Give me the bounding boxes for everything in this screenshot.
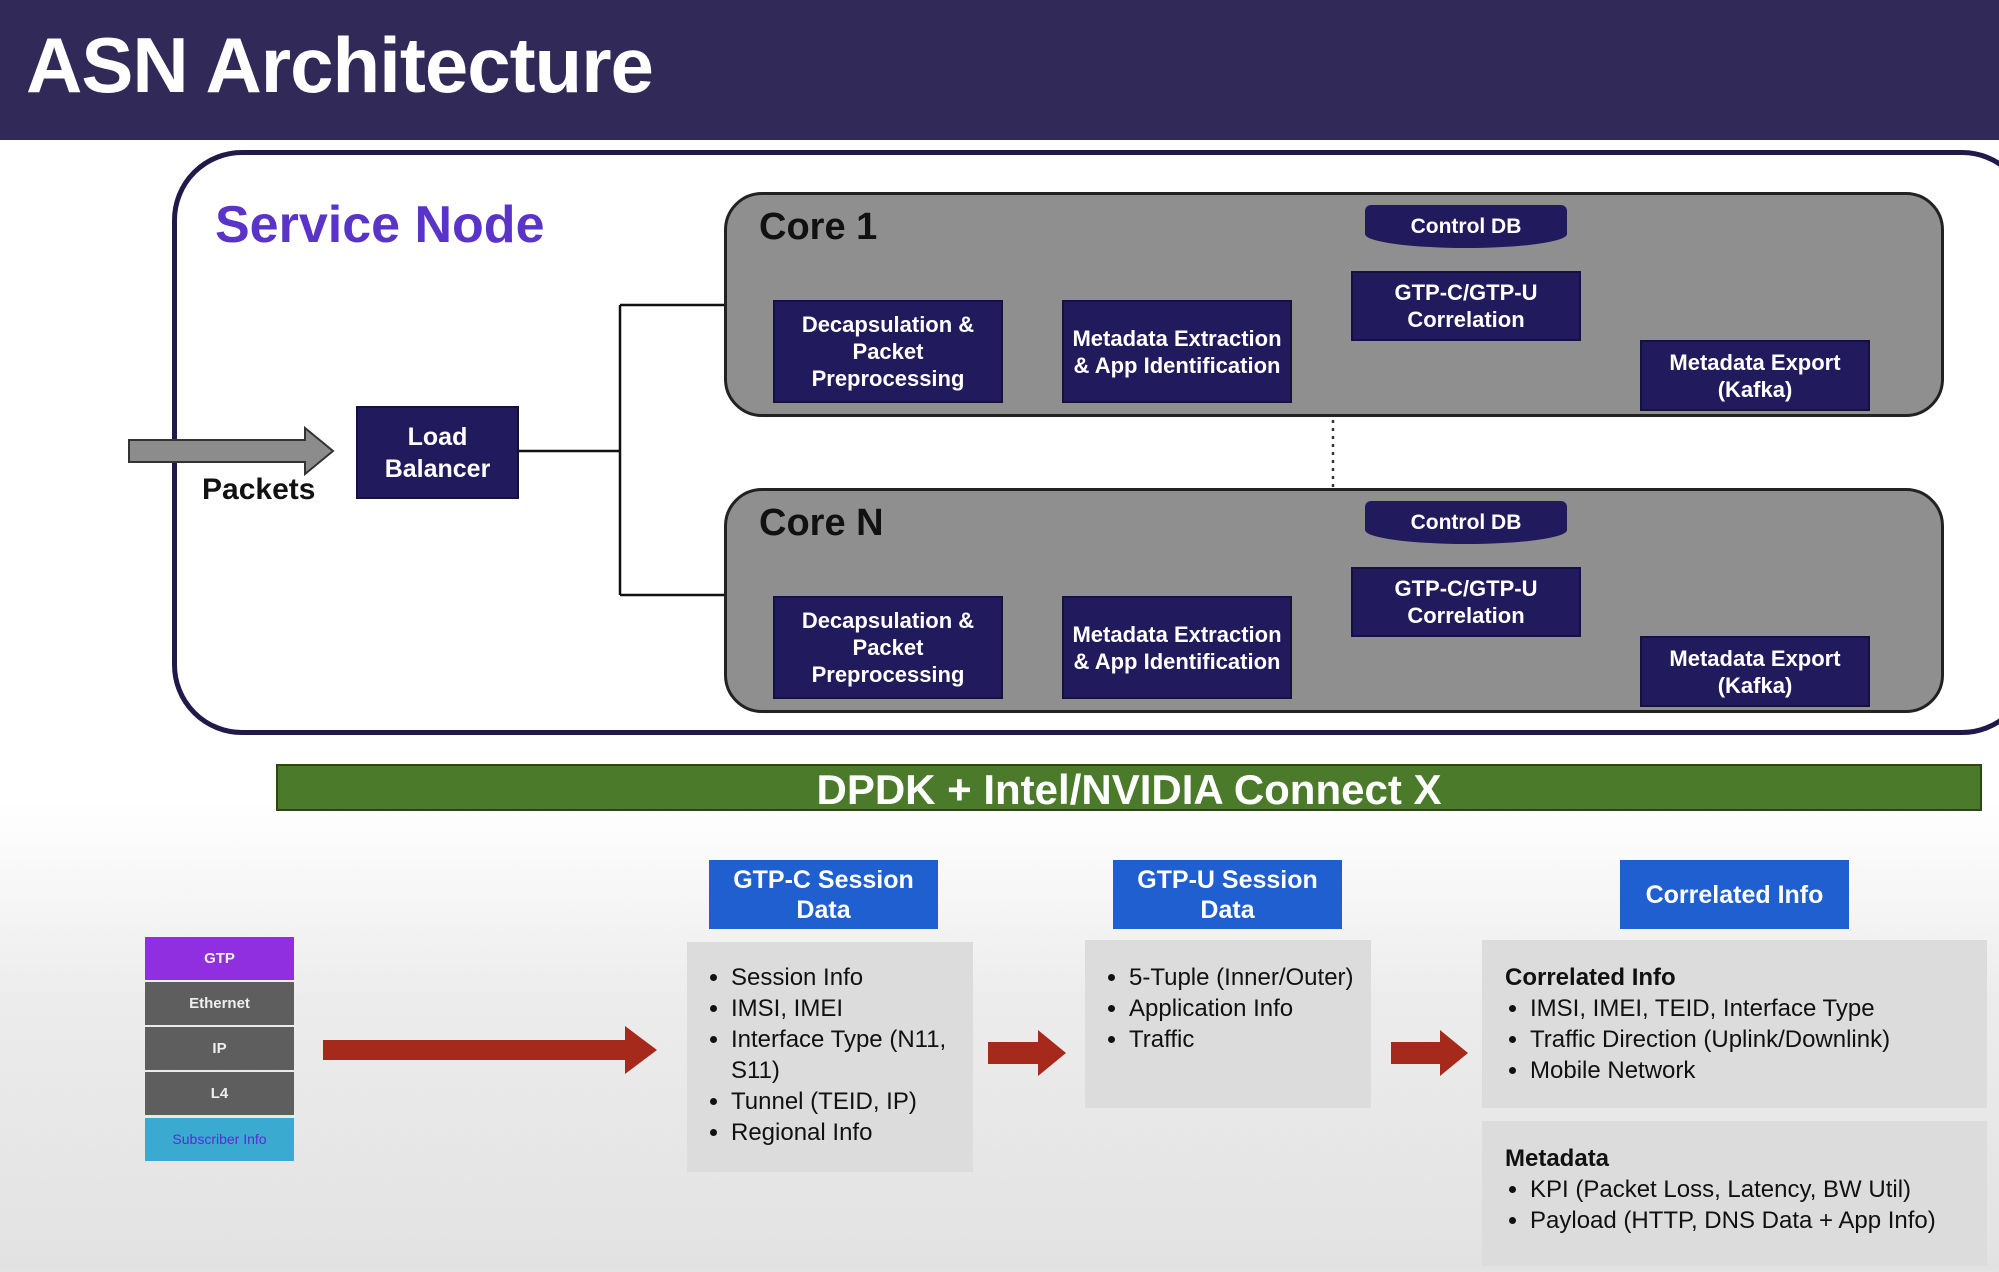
gtpc-item: Regional Info [731,1117,973,1148]
metadata-item: Payload (HTTP, DNS Data + App Info) [1530,1205,1987,1236]
gtpu-header: GTP-U Session Data [1113,860,1342,929]
stack-layer-l4: L4 [145,1072,294,1115]
gtpc-panel: Session Info IMSI, IMEI Interface Type (… [687,942,973,1172]
load-balancer-box: Load Balancer [356,406,519,499]
gtpu-item: 5-Tuple (Inner/Outer) [1129,962,1361,993]
core-1-label: Core 1 [759,206,878,248]
gtpu-item: Application Info [1129,993,1361,1024]
gtpu-item: Traffic [1129,1024,1361,1055]
stack-layer-ethernet: Ethernet [145,982,294,1025]
gtpc-item: Interface Type (N11, S11) [731,1024,973,1086]
gtpc-item: IMSI, IMEI [731,993,973,1024]
load-balancer-connectors [518,303,724,597]
correlated-item: IMSI, IMEI, TEID, Interface Type [1530,993,1987,1024]
core-n-export-box: Metadata Export (Kafka) [1640,636,1870,707]
core-1-metadata-box: Metadata Extraction & App Identification [1062,300,1292,403]
core-1-correlation-box: GTP-C/GTP-U Correlation [1351,271,1581,341]
title-bar [0,0,1999,140]
correlated-item: Traffic Direction (Uplink/Downlink) [1530,1024,1987,1055]
flow-arrow-1 [323,1026,657,1074]
stack-layer-subscriber-info: Subscriber Info [145,1118,294,1161]
correlated-section-title: Correlated Info [1505,964,1676,991]
correlated-item: Mobile Network [1530,1055,1987,1086]
dpdk-bar: DPDK + Intel/NVIDIA Connect X [276,764,1982,813]
core-1-control-db: Control DB [1365,205,1567,248]
correlated-header: Correlated Info [1620,860,1849,929]
core-n-correlation-box: GTP-C/GTP-U Correlation [1351,567,1581,637]
correlated-info-panel: Correlated Info IMSI, IMEI, TEID, Interf… [1482,940,1987,1108]
stack-layer-ip: IP [145,1027,294,1070]
service-node-title: Service Node [215,196,545,254]
gtpc-item: Session Info [731,962,973,993]
packets-label: Packets [202,473,316,506]
stack-layer-gtp: GTP [145,937,294,980]
gtpc-item: Tunnel (TEID, IP) [731,1086,973,1117]
core-n-label: Core N [759,502,884,544]
gtpu-panel: 5-Tuple (Inner/Outer) Application Info T… [1085,940,1371,1108]
core-n-control-db: Control DB [1365,501,1567,544]
core-n-metadata-box: Metadata Extraction & App Identification [1062,596,1292,699]
metadata-item: KPI (Packet Loss, Latency, BW Util) [1530,1174,1987,1205]
gtpc-header: GTP-C Session Data [709,860,938,929]
core-1-export-box: Metadata Export (Kafka) [1640,340,1870,411]
core-n-decap-box: Decapsulation & Packet Preprocessing [773,596,1003,699]
metadata-section-title: Metadata [1505,1145,1610,1172]
flow-arrow-2 [988,1030,1066,1076]
core-1-decap-box: Decapsulation & Packet Preprocessing [773,300,1003,403]
flow-arrow-3 [1391,1030,1468,1076]
packets-arrow [128,425,335,477]
page-title: ASN Architecture [26,21,654,109]
metadata-panel: Metadata KPI (Packet Loss, Latency, BW U… [1482,1121,1987,1266]
